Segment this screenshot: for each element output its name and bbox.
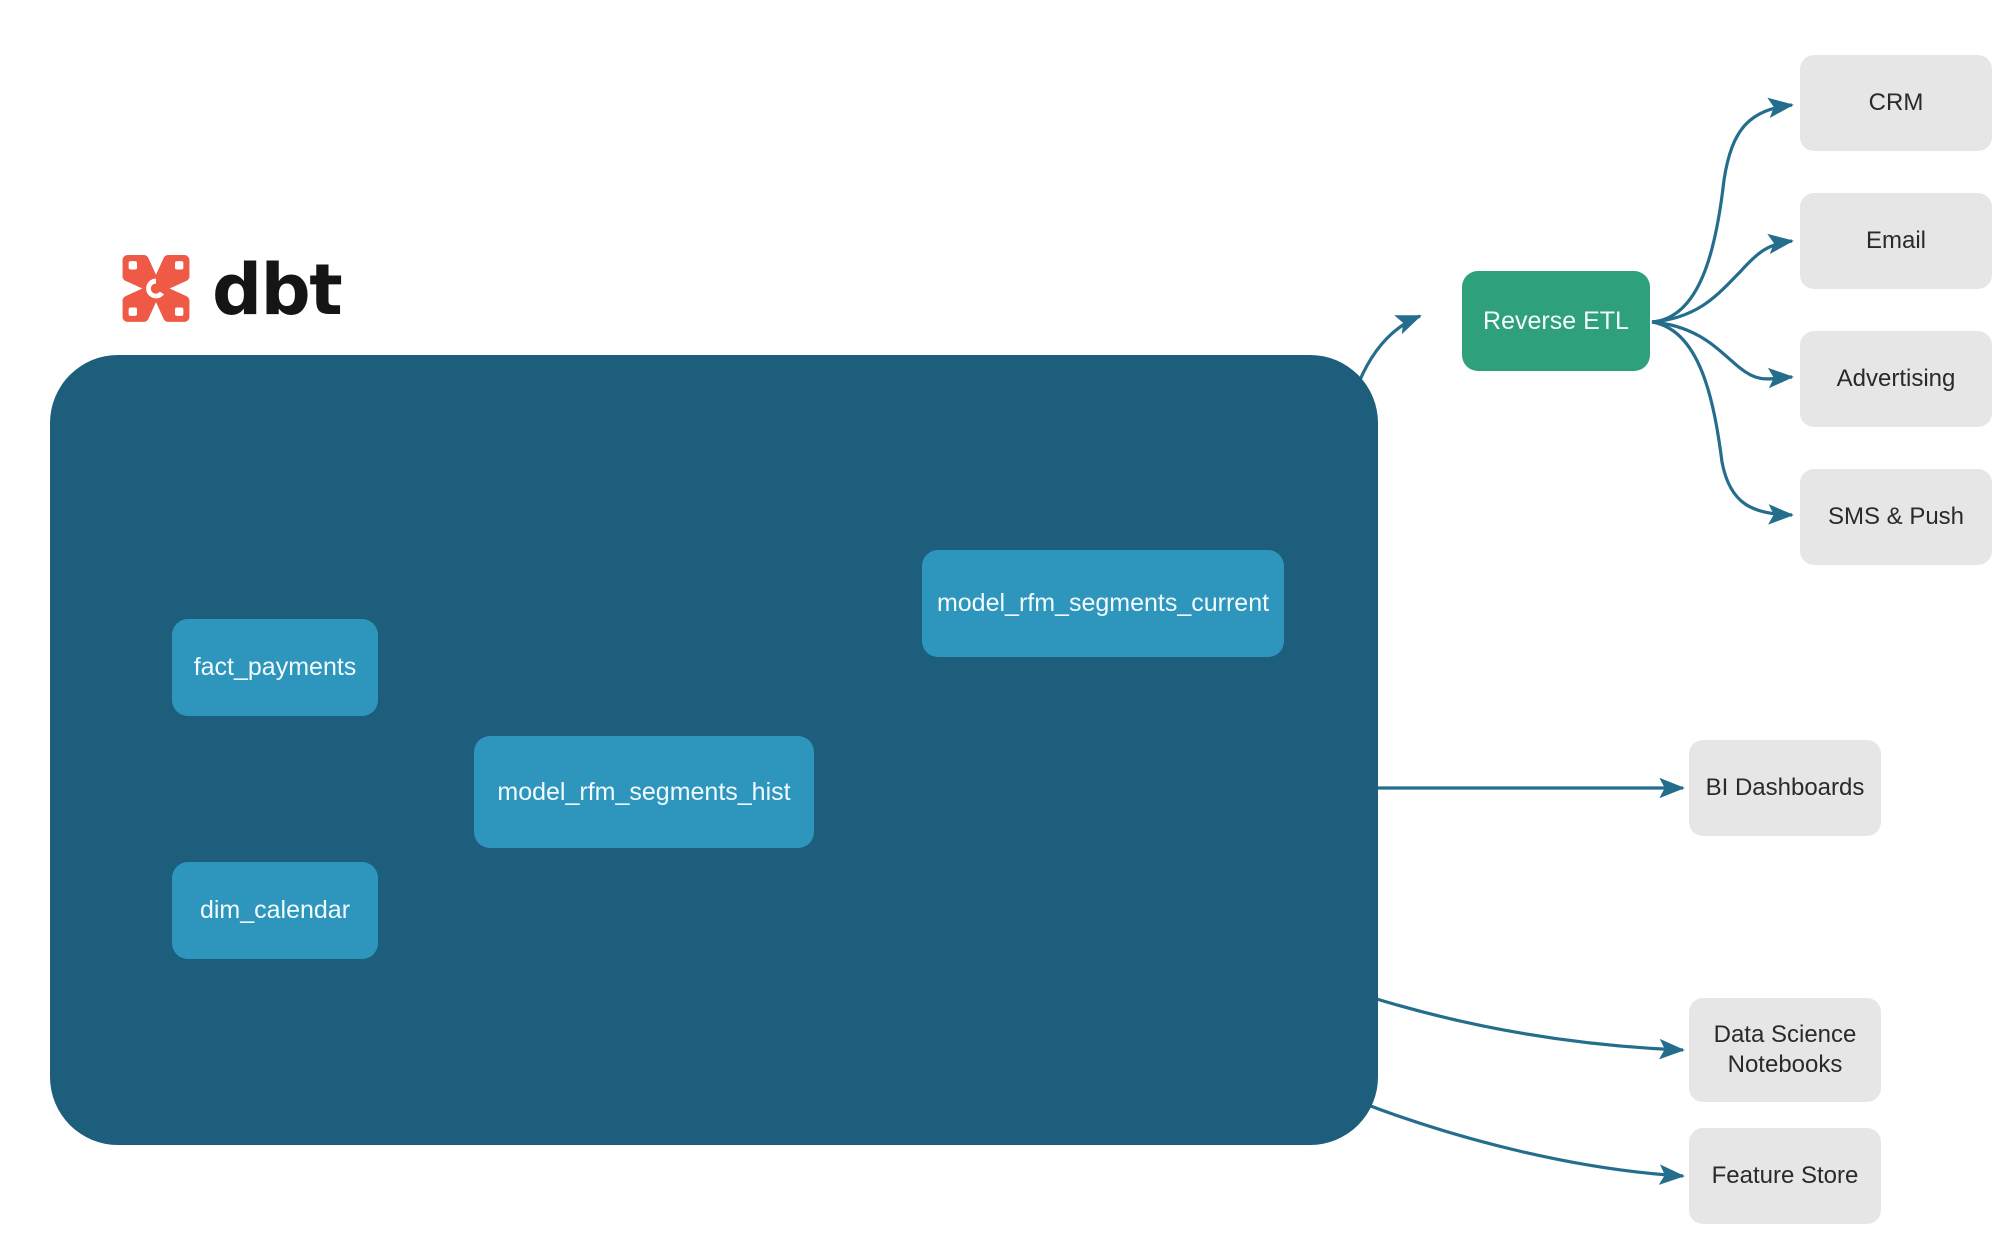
- node-feature-store[interactable]: Feature Store: [1689, 1128, 1881, 1224]
- node-model-rfm-segments-hist[interactable]: model_rfm_segments_hist: [474, 736, 814, 848]
- node-model-rfm-segments-current[interactable]: model_rfm_segments_current: [922, 550, 1284, 657]
- node-crm[interactable]: CRM: [1800, 55, 1992, 151]
- node-label-line1: Data Science: [1713, 1021, 1857, 1048]
- node-advertising[interactable]: Advertising: [1800, 331, 1992, 427]
- node-email[interactable]: Email: [1800, 193, 1992, 289]
- dbt-brand-lockup: dbt: [118, 249, 343, 331]
- node-sms-push[interactable]: SMS & Push: [1800, 469, 1992, 565]
- edge-reverse-etl-to-sms-push: [1651, 320, 1794, 525]
- node-dim-calendar[interactable]: dim_calendar: [172, 862, 378, 959]
- node-data-science-notebooks[interactable]: Data Science Notebooks: [1689, 998, 1881, 1102]
- dbt-logo-icon: [122, 255, 190, 322]
- edge-reverse-etl-to-crm: [1651, 97, 1794, 324]
- node-fact-payments[interactable]: fact_payments: [172, 619, 378, 716]
- dbt-wordmark: dbt: [212, 249, 343, 331]
- edge-reverse-etl-to-email: [1651, 233, 1794, 324]
- edge-reverse-etl-to-advertising: [1651, 320, 1794, 389]
- node-reverse-etl[interactable]: Reverse ETL: [1462, 271, 1650, 371]
- node-bi-dashboards[interactable]: BI Dashboards: [1689, 740, 1881, 836]
- node-label-line2: Notebooks: [1727, 1051, 1843, 1078]
